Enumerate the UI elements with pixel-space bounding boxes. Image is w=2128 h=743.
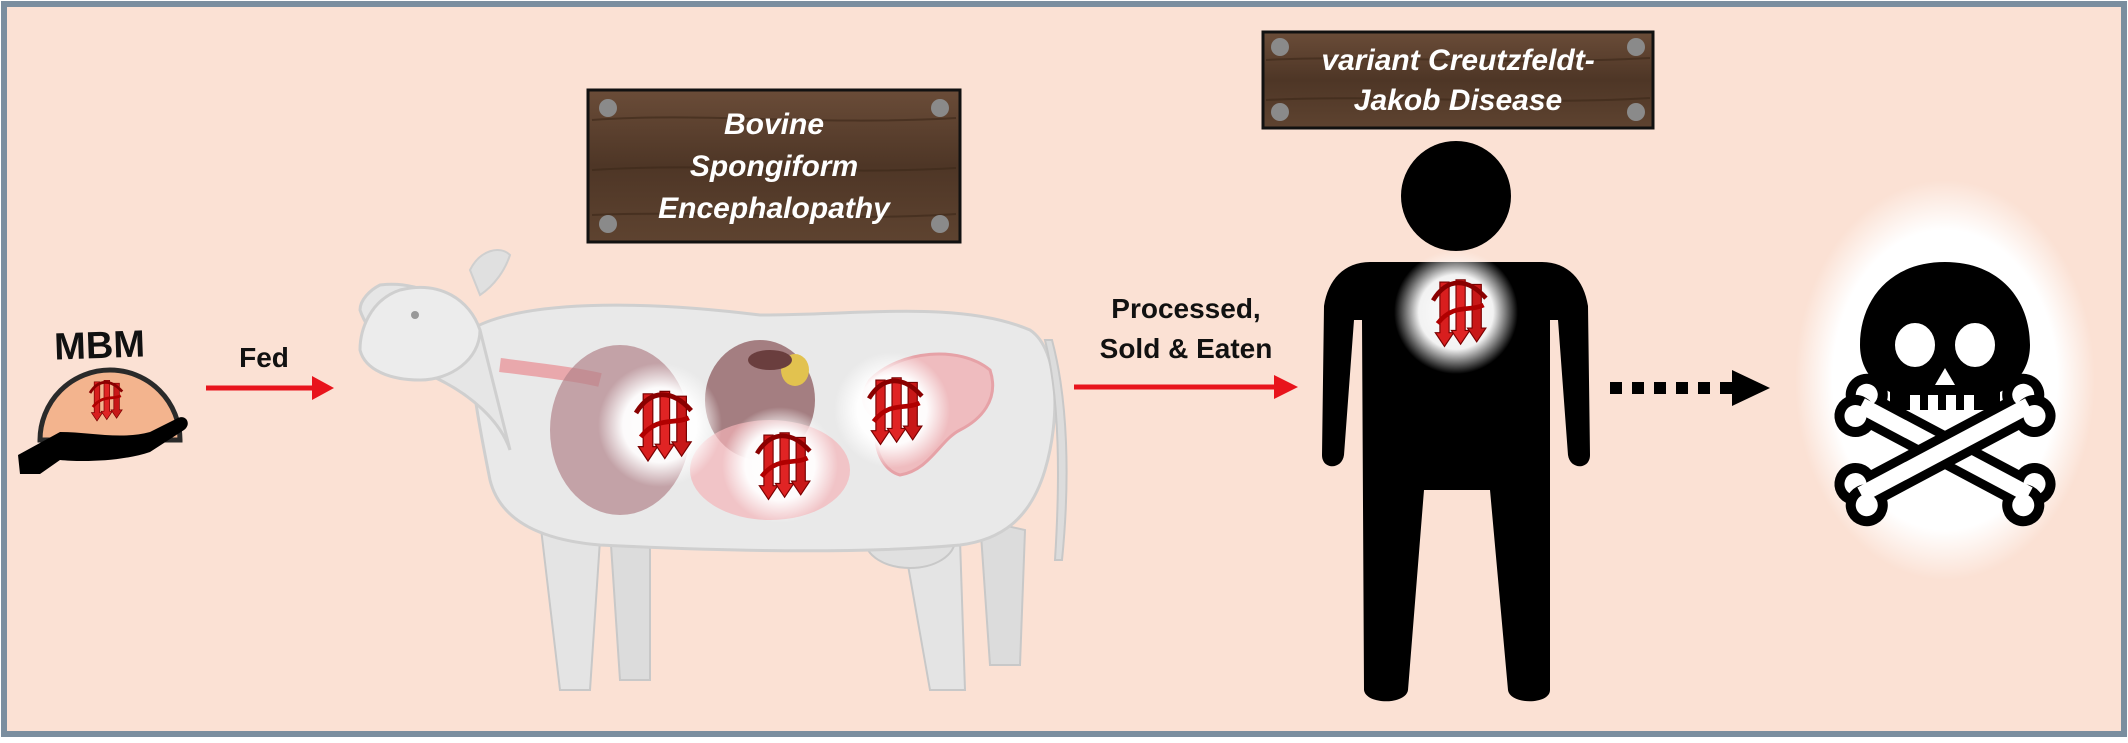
fed-label: Fed	[239, 342, 289, 373]
prion-protein-icon	[1433, 280, 1486, 347]
processed-arrow	[1074, 375, 1298, 399]
prion-protein-icon	[757, 433, 810, 500]
processed-label-line-1: Processed,	[1111, 293, 1260, 324]
hand-icon	[18, 417, 188, 474]
cow-icon	[358, 249, 1068, 691]
processed-label-line-2: Sold & Eaten	[1100, 333, 1273, 364]
vcjd-line-2: Jakob Disease	[1354, 84, 1562, 117]
human-silhouette-icon	[1322, 141, 1590, 702]
fed-arrow	[206, 376, 334, 400]
bse-line-3: Encephalopathy	[658, 192, 891, 225]
bse-sign	[586, 88, 962, 244]
bse-line-1: Bovine	[724, 108, 824, 141]
prion-protein-icon	[636, 391, 691, 461]
vcjd-line-1: variant Creutzfeldt-	[1321, 44, 1594, 77]
dotted-arrow	[1610, 370, 1770, 406]
mbm-label: MBM	[53, 323, 145, 368]
prion-protein-icon	[88, 378, 124, 423]
prion-protein-icon	[869, 378, 922, 445]
skull-crossbones-icon	[1795, 180, 2095, 580]
mbm-pile	[37, 367, 183, 443]
vcjd-sign	[1261, 30, 1655, 130]
cow-spleen	[748, 350, 792, 370]
mbm-hand-group	[18, 367, 188, 474]
bse-line-2: Spongiform	[690, 150, 858, 183]
